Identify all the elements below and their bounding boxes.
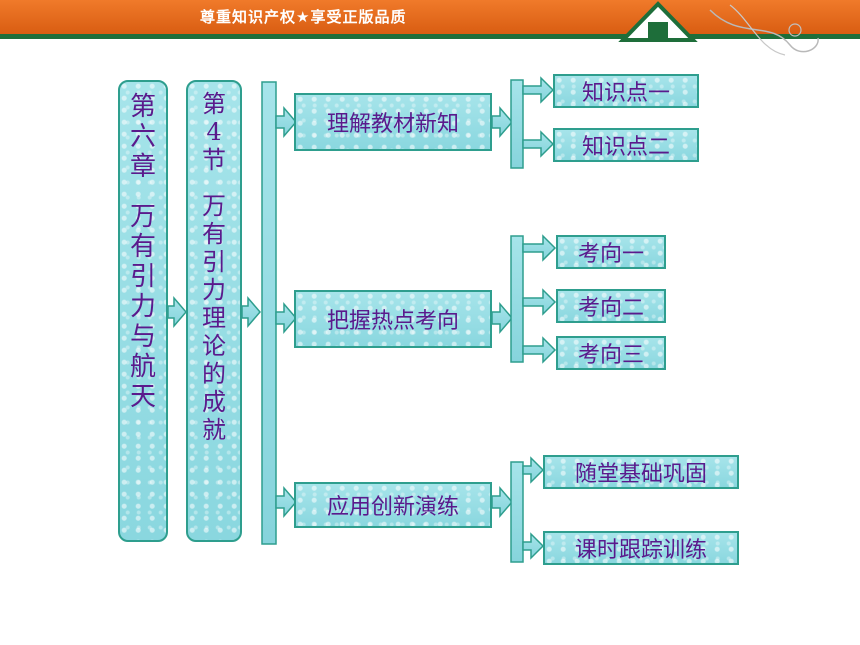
- branch-label: 理解教材新知: [326, 112, 459, 137]
- chapter-char: 航: [129, 352, 156, 382]
- leaf-box: 随堂基础巩固: [543, 455, 739, 489]
- header-divider: [0, 34, 860, 39]
- section-box: 第 4 节 万 有 引 力 理 论 的 成 就: [186, 80, 242, 542]
- leaf-box: 考向二: [556, 289, 666, 323]
- section-char: 引: [202, 248, 226, 276]
- branch-label: 应用创新演练: [326, 495, 459, 520]
- section-char: 万: [202, 192, 226, 220]
- chapter-char: 万: [129, 202, 156, 232]
- chapter-char: 力: [129, 292, 156, 322]
- chapter-char: 与: [129, 322, 156, 352]
- leaf-label: 考向一: [577, 242, 644, 267]
- header-slogan: 尊重知识产权★享受正版品质: [200, 8, 407, 26]
- leaf-label: 课时跟踪训练: [574, 538, 707, 563]
- section-char: 力: [202, 276, 226, 304]
- arrow-section-bracket: [241, 295, 261, 329]
- leaf-label: 考向二: [577, 296, 644, 321]
- leaf-label: 知识点二: [581, 135, 670, 160]
- section-char: 就: [202, 416, 226, 444]
- chapter-box: 第 六 章 万 有 引 力 与 航 天: [118, 80, 168, 542]
- arrow-chapter-section: [167, 295, 187, 329]
- header-bar: [0, 0, 860, 34]
- section-char: 有: [202, 220, 226, 248]
- chapter-char: 第: [129, 92, 156, 122]
- leaf-box: 考向三: [556, 336, 666, 370]
- section-char: 的: [202, 360, 226, 388]
- arrow-branch-3: [275, 485, 297, 519]
- section-char: 论: [202, 332, 226, 360]
- logo-icon: [618, 1, 698, 42]
- section-char: 节: [202, 146, 226, 174]
- chapter-char: 有: [129, 232, 156, 262]
- decorative-swirl-icon: [709, 4, 819, 56]
- branch-box-2: 把握热点考向: [294, 290, 492, 348]
- section-char: 第: [202, 90, 226, 118]
- section-char: 4: [206, 118, 222, 146]
- branch-label: 把握热点考向: [326, 309, 459, 334]
- leaf-box: 知识点二: [553, 128, 699, 162]
- sub-bracket-3: [510, 461, 524, 563]
- sub-bracket-1: [510, 79, 524, 169]
- leaf-box: 知识点一: [553, 74, 699, 108]
- main-bracket: [261, 81, 277, 545]
- leaf-label: 知识点一: [581, 81, 670, 106]
- leaf-box: 考向一: [556, 235, 666, 269]
- section-char: 成: [202, 388, 226, 416]
- arrow-branch-2: [275, 301, 297, 335]
- leaf-label: 考向三: [577, 343, 644, 368]
- chapter-char: 天: [129, 382, 156, 412]
- chapter-char: 章: [129, 152, 156, 182]
- branch-box-3: 应用创新演练: [294, 482, 492, 528]
- section-char: 理: [202, 304, 226, 332]
- branch-box-1: 理解教材新知: [294, 93, 492, 151]
- arrow-branch-1: [275, 105, 297, 139]
- sub-bracket-2: [510, 235, 524, 363]
- chapter-char: 引: [129, 262, 156, 292]
- leaf-label: 随堂基础巩固: [574, 462, 707, 487]
- leaf-box: 课时跟踪训练: [543, 531, 739, 565]
- chapter-char: 六: [129, 122, 156, 152]
